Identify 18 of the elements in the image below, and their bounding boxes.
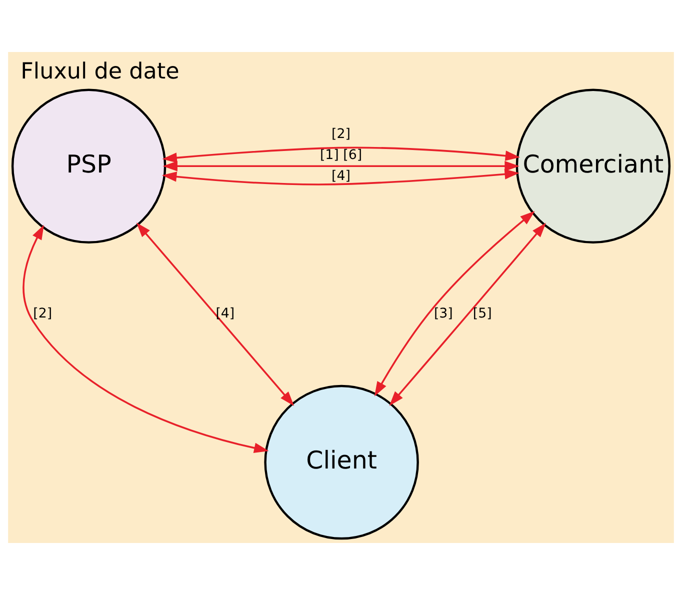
diagram-title: Fluxul de date [20,58,180,85]
node-circle: Comerciant [516,88,671,244]
arrow [162,146,520,163]
node-circle: Client [264,384,419,540]
edge-label: [1] [6] [320,148,362,163]
edge-label: [3] [434,306,453,322]
arrow [162,160,520,172]
edge-label: [2] [332,126,350,142]
edge-label: [4] [332,169,350,184]
arrow [374,211,535,396]
arrow [162,169,520,186]
edge-label: [4] [216,306,235,322]
edge-label: [5] [472,306,492,322]
node-circle: PSP [11,88,166,244]
arrow [22,224,269,453]
edge-label: [2] [33,306,52,322]
arrow [136,222,294,406]
arrow [389,222,546,406]
